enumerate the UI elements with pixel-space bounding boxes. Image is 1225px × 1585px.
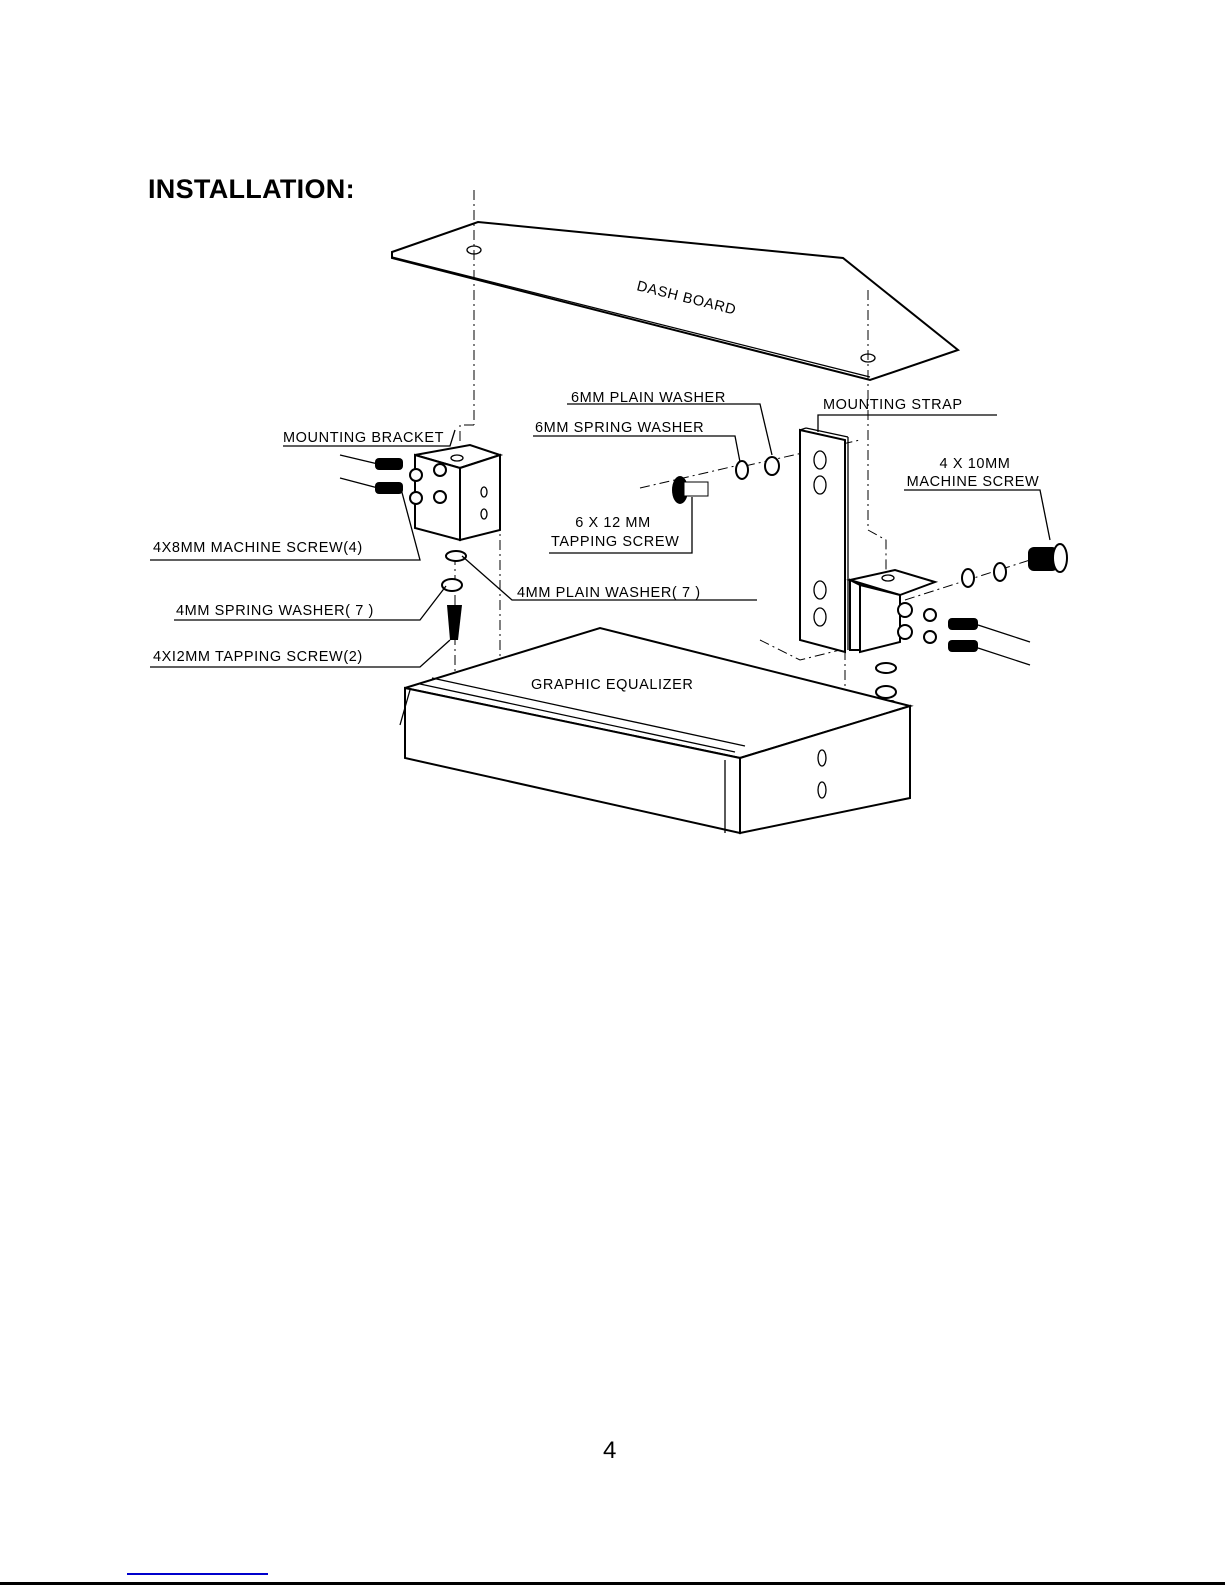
label-6mm-spring-washer: 6MM SPRING WASHER: [535, 420, 704, 436]
footer-link-underline: [127, 1573, 268, 1575]
label-4mm-plain-washer: 4MM PLAIN WASHER( 7 ): [517, 585, 701, 601]
dash-board-panel: [391, 220, 961, 382]
hardware-6mm-stack: [672, 456, 780, 504]
label-6mm-plain-washer: 6MM PLAIN WASHER: [571, 390, 726, 406]
label-4x10-machine-screw: MACHINE SCREW: [907, 474, 1040, 490]
hardware-4mm-stack: [441, 550, 467, 640]
label-graphic-equalizer: GRAPHIC EQUALIZER: [531, 677, 693, 693]
bottom-rule: [0, 1582, 1225, 1585]
page-number: 4: [603, 1437, 617, 1464]
mounting-bracket-left: [339, 443, 504, 542]
leader-lines: [150, 403, 1051, 668]
label-4x8-machine-screw: 4X8MM MACHINE SCREW(4): [153, 540, 363, 556]
guide-lines: [454, 190, 1031, 800]
label-mounting-bracket: MOUNTING BRACKET: [283, 430, 444, 446]
label-mounting-strap: MOUNTING STRAP: [823, 397, 963, 413]
page-title: INSTALLATION:: [148, 174, 355, 204]
graphic-equalizer-unit: [399, 626, 914, 835]
mounting-strap: [799, 427, 849, 654]
label-4x12-tapping-screw: 4XI2MM TAPPING SCREW(2): [153, 649, 363, 665]
label-6x12-size: 6 X 12 MM: [575, 515, 651, 531]
label-4mm-spring-washer: 4MM SPRING WASHER( 7 ): [176, 603, 374, 619]
label-6x12-tapping-screw: TAPPING SCREW: [551, 534, 679, 550]
label-4x10-screw-size: 4 X 10MM: [940, 456, 1011, 472]
